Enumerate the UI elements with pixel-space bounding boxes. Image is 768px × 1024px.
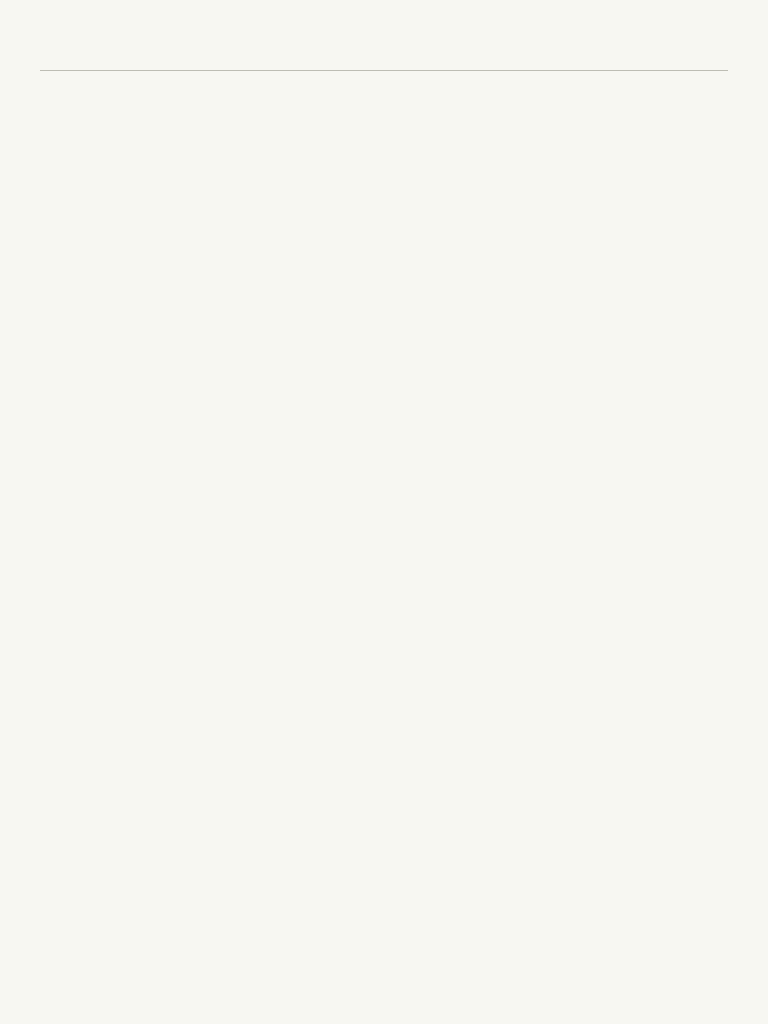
- document-body: [40, 70, 728, 984]
